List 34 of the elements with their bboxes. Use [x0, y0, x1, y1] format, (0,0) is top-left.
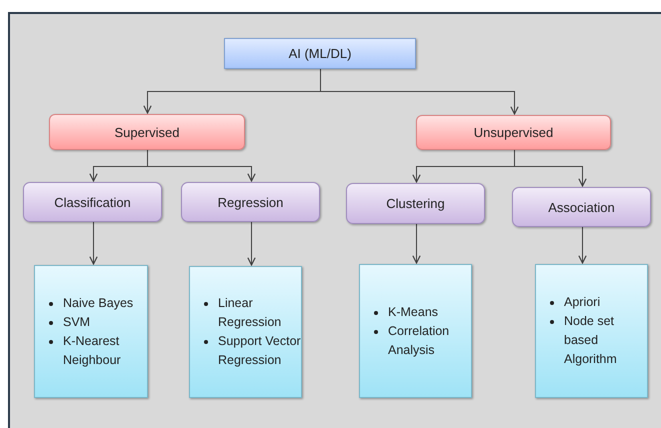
list-item: Linear Regression	[218, 296, 282, 329]
arrow	[514, 150, 587, 187]
list-item: SVM	[63, 314, 90, 328]
arrow	[320, 68, 519, 115]
list-item: K-Means	[388, 304, 438, 318]
subcategory-box	[346, 183, 485, 224]
algorithm-list-box	[189, 266, 302, 398]
node-label: Clustering	[386, 196, 445, 211]
list-item: Apriori	[564, 295, 600, 309]
arrow	[247, 222, 256, 266]
category-box	[416, 115, 611, 150]
node-label: AI (ML/DL)	[288, 46, 352, 61]
arrow	[147, 150, 256, 182]
arrow	[89, 222, 98, 265]
list-item: Support Vector Regression	[218, 334, 301, 367]
subcategory-box	[512, 187, 651, 227]
algorithm-list-box	[34, 265, 148, 398]
algorithm-list-box	[359, 264, 472, 398]
node-label: Association	[548, 200, 615, 214]
algorithm-list-box	[535, 264, 648, 398]
node-label: Unsupervised	[474, 125, 554, 140]
subcategory-box	[23, 182, 162, 222]
node-label: Classification	[54, 194, 131, 210]
category-box	[49, 114, 245, 150]
list-item: Naive Bayes	[63, 296, 134, 310]
root-box	[224, 38, 416, 69]
list-item: Correlation Analysis	[388, 324, 450, 356]
subcategory-box	[181, 182, 320, 222]
node-label: Regression	[218, 194, 284, 210]
list-item: Node set based Algorithm	[564, 314, 617, 366]
node-label: Supervised	[114, 124, 180, 140]
arrow	[578, 226, 587, 264]
arrow	[412, 224, 421, 264]
list-item: K-Nearest Neighbour	[63, 334, 121, 366]
